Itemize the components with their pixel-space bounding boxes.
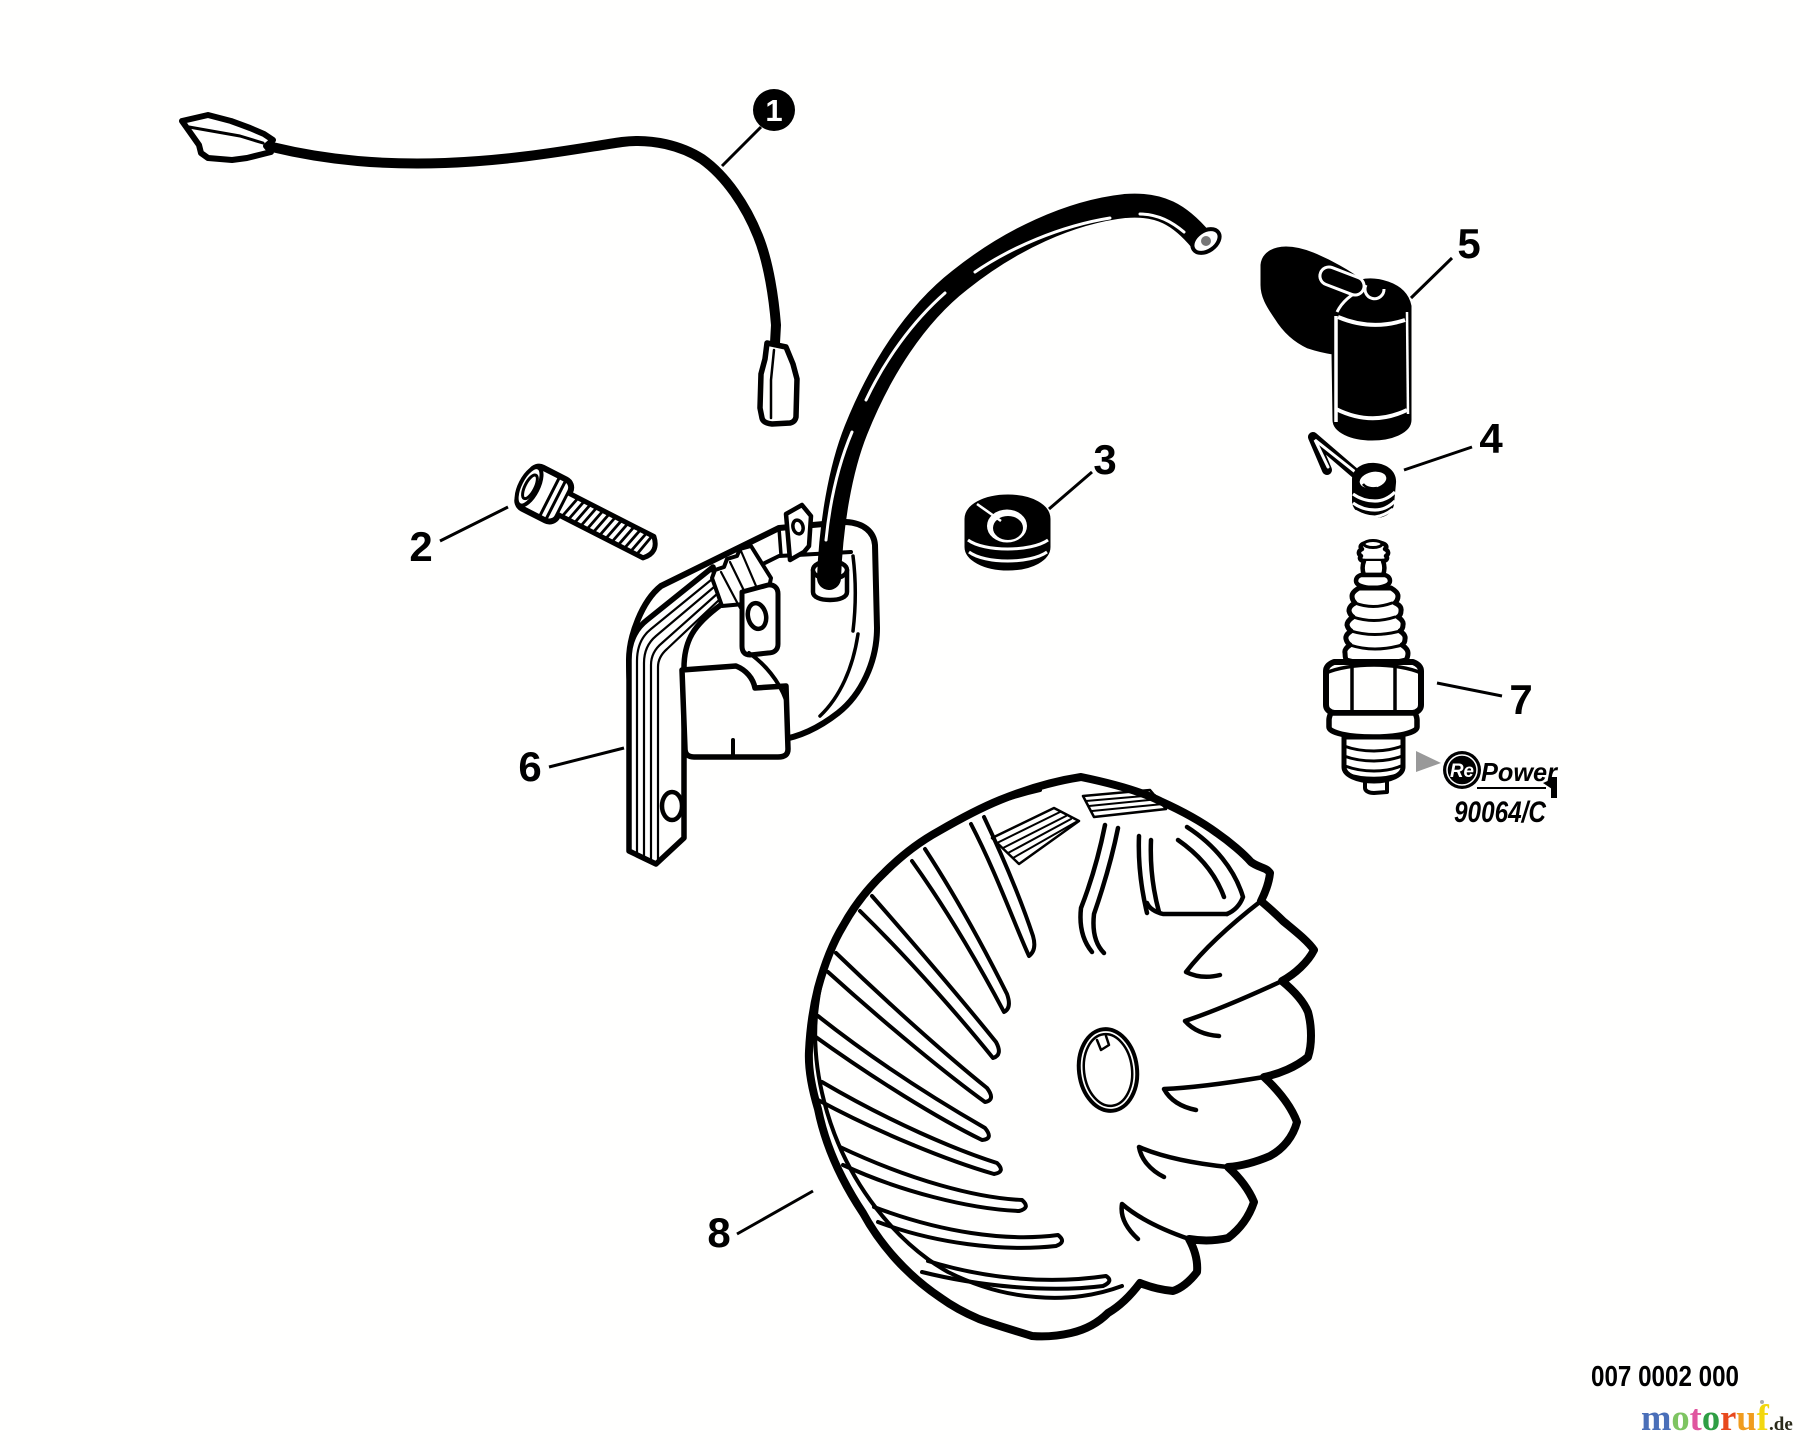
- svg-text:90064/C: 90064/C: [1454, 796, 1547, 829]
- svg-text:3: 3: [1093, 436, 1116, 483]
- svg-text:7: 7: [1509, 676, 1532, 723]
- svg-text:5: 5: [1457, 220, 1480, 267]
- svg-text:4: 4: [1479, 415, 1503, 462]
- svg-text:motoruf: motoruf: [1641, 1397, 1770, 1438]
- svg-text:007 0002 000: 007 0002 000: [1591, 1361, 1739, 1393]
- svg-text:2: 2: [409, 523, 432, 570]
- svg-text:8: 8: [707, 1209, 730, 1256]
- svg-text:.de: .de: [1769, 1414, 1793, 1435]
- svg-text:1: 1: [765, 93, 782, 128]
- svg-text:Re: Re: [1450, 761, 1474, 782]
- svg-text:6: 6: [518, 743, 541, 790]
